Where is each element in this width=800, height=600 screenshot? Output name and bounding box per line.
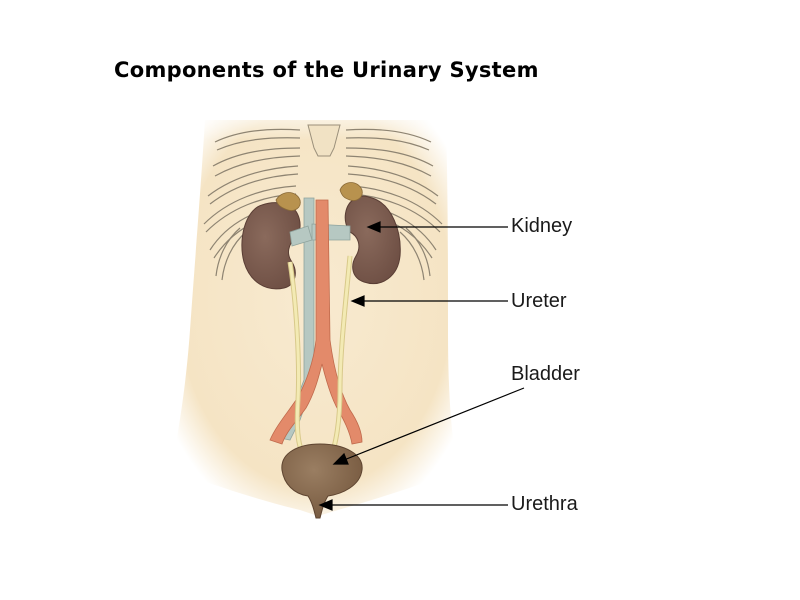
adrenal-right [339,182,363,201]
pointer-ureter-arrowhead [350,295,365,307]
label-pointers [318,221,525,511]
pointer-bladder-arrowhead [332,452,349,465]
aorta [269,199,363,445]
pointer-urethra-arrowhead [318,499,333,511]
label-ureter: Ureter [511,290,567,312]
pointer-bladder [343,387,525,461]
label-kidney: Kidney [511,215,573,237]
adrenal-left [275,192,301,211]
pointer-kidney-arrowhead [366,221,381,233]
label-urethra: Urethra [511,493,578,515]
ureter-right-inner [328,255,352,459]
diagram-title: Components of the Urinary System [114,58,539,82]
sternum [307,124,341,157]
ureter-left-inner [288,261,308,460]
label-bladder: Bladder [511,363,580,385]
